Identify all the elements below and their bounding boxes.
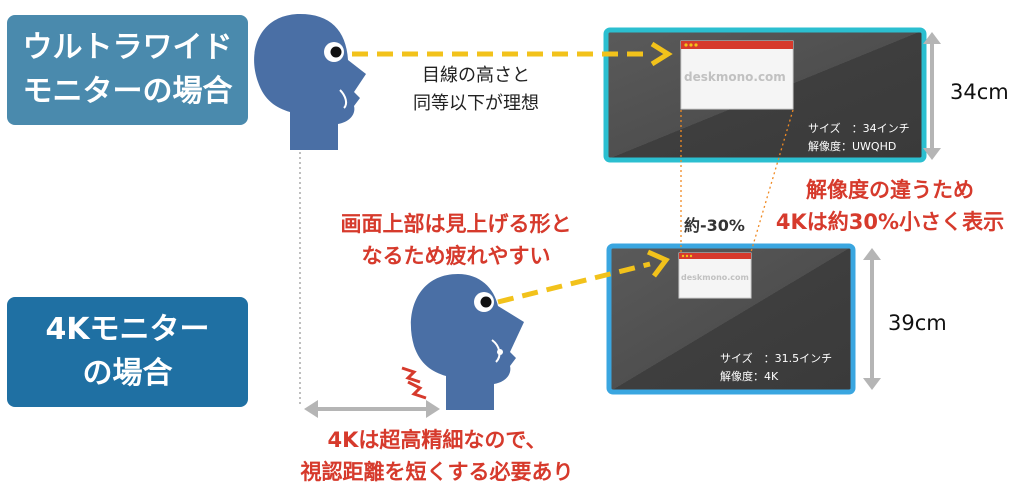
ultrawide-res-spec: 解像度：UWQHD <box>808 140 897 153</box>
4k-monitor-frame <box>606 243 856 395</box>
upper-head-icon <box>254 14 366 150</box>
ultrawide-window-icon <box>680 40 794 110</box>
eye-level-note: 目線の高さと 同等以下が理想 <box>388 62 564 118</box>
4k-monitor <box>606 243 856 395</box>
fatigue-note-line2: なるため疲れやすい <box>361 244 551 268</box>
eye-level-note-line1: 目線の高さと <box>422 65 530 86</box>
viewing-distance-arrow <box>304 400 440 418</box>
ultrawide-size-spec: サイズ ：34インチ <box>808 122 910 135</box>
lower-head-icon <box>410 274 524 410</box>
ultrawide-monitor <box>603 27 927 163</box>
fatigue-note-line1: 画面上部は見上げる形と <box>340 212 572 236</box>
4k-watermark: deskmono.com <box>681 273 749 282</box>
stress-lightning-icon <box>401 366 427 400</box>
viewing-distance-note-line1: 4Kは超高精細なので、 <box>327 428 547 452</box>
viewing-distance-note: 4Kは超高精細なので、 視認距離を短くする必要あり <box>272 424 602 488</box>
ultrawide-height-arrow <box>923 32 941 160</box>
viewing-distance-note-line2: 視認距離を短くする必要あり <box>300 460 574 484</box>
resolution-note: 解像度の違うため 4Kは約30%小さく表示 <box>766 174 1014 238</box>
ultrawide-specs: サイズ ：34インチ解像度：UWQHD <box>808 120 910 156</box>
ultrawide-height-label: 34cm <box>950 80 1009 104</box>
4k-height-arrow <box>863 248 881 390</box>
4k-res-spec: 解像度：4K <box>720 370 779 383</box>
resolution-note-line1: 解像度の違うため <box>806 178 974 202</box>
4k-label-line1: 4Kモニター <box>45 312 210 347</box>
lower-sight-arrow <box>497 249 670 305</box>
4k-label-line2: の場合 <box>82 356 173 391</box>
eye-level-note-line2: 同等以下が理想 <box>413 93 539 114</box>
4k-label-box: 4Kモニター の場合 <box>7 297 248 407</box>
ultrawide-watermark: deskmono.com <box>684 70 786 84</box>
fatigue-note: 画面上部は見上げる形と なるため疲れやすい <box>320 208 592 272</box>
upper-sight-arrow <box>352 41 673 67</box>
ultrawide-label-line2: モニターの場合 <box>22 74 233 109</box>
reduction-label: 約-30% <box>684 216 745 235</box>
ultrawide-label-line1: ウルトラワイド <box>22 30 233 65</box>
ultrawide-label-box: ウルトラワイド モニターの場合 <box>7 15 248 125</box>
4k-specs: サイズ ：31.5インチ解像度：4K <box>720 350 832 386</box>
resolution-note-line2: 4Kは約30%小さく表示 <box>775 210 1005 234</box>
4k-size-spec: サイズ ：31.5インチ <box>720 352 833 365</box>
4k-height-label: 39cm <box>888 311 947 335</box>
